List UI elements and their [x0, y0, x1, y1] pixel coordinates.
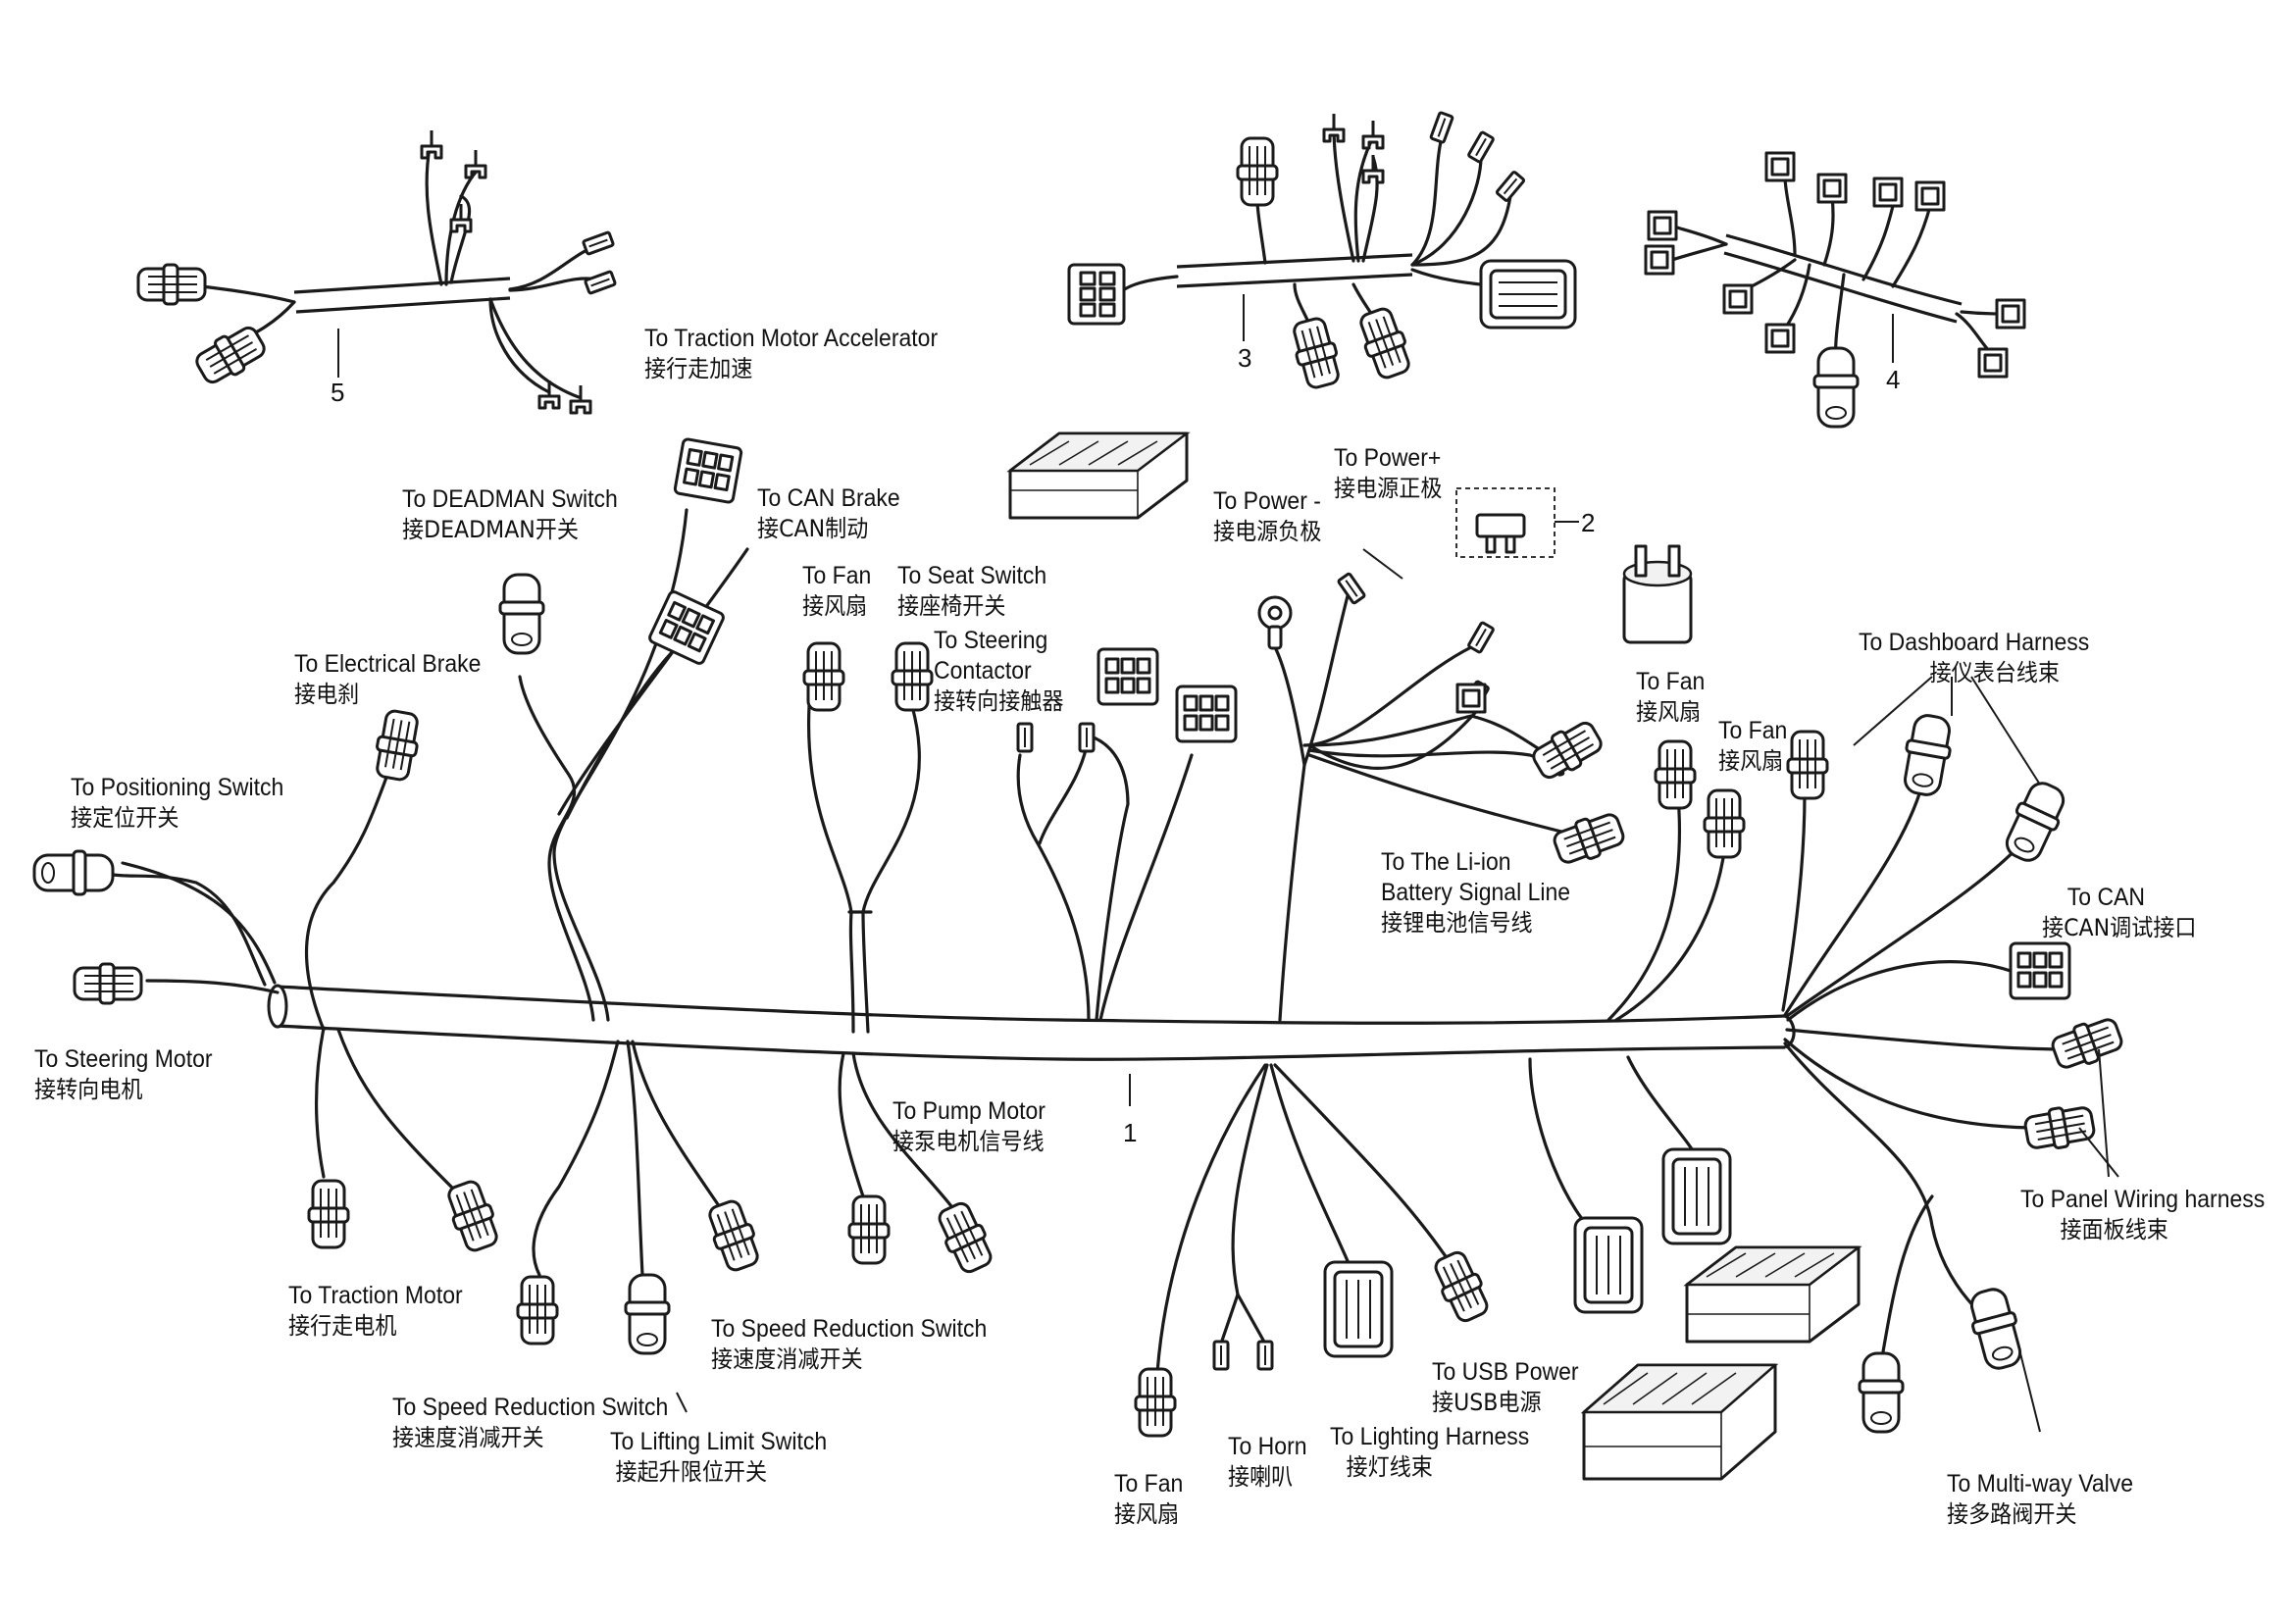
label-en: To The Li-ion	[1381, 848, 1511, 876]
label-en: To USB Power	[1432, 1358, 1579, 1386]
label-fan-right-2: To Fan 接风扇	[1718, 716, 1787, 777]
part-number-4: 4	[1886, 365, 1901, 394]
label-en: To Speed Reduction Switch	[392, 1394, 669, 1421]
label-en: To Steering Motor	[34, 1045, 213, 1073]
label-en: To Panel Wiring harness	[2020, 1186, 2266, 1213]
label-zh: 接电源正极	[1334, 475, 1443, 502]
label-zh: 接速度消减开关	[392, 1424, 544, 1451]
label-zh: 接喇叭	[1228, 1463, 1294, 1491]
label-zh: 接USB电源	[1432, 1389, 1542, 1416]
label-positioning-switch: To Positioning Switch 接定位开关	[71, 773, 283, 834]
label-liion-signal: To The Li-ion Battery Signal Line 接锂电池信号…	[1381, 847, 1570, 939]
label-zh: 接泵电机信号线	[892, 1128, 1045, 1155]
label-seat-switch: To Seat Switch 接座椅开关	[897, 561, 1046, 622]
label-lifting-limit: To Lifting Limit Switch 接起升限位开关	[610, 1427, 827, 1488]
label-en: To Horn	[1228, 1433, 1307, 1460]
label-zh: 接风扇	[1718, 747, 1784, 775]
label-en: To Fan	[1114, 1470, 1184, 1497]
label-zh: 接风扇	[1636, 698, 1702, 726]
controller-modules	[1006, 431, 1862, 1481]
label-zh: 接定位开关	[71, 804, 179, 832]
label-speed-reduction-left: To Speed Reduction Switch 接速度消减开关	[392, 1393, 668, 1453]
part-number-1: 1	[1123, 1118, 1138, 1147]
label-zh: 接DEADMAN开关	[402, 516, 579, 543]
label-lighting-harness: To Lighting Harness 接灯线束	[1330, 1422, 1529, 1483]
label-zh: 接风扇	[1114, 1500, 1180, 1528]
label-en: To Pump Motor	[892, 1097, 1046, 1125]
label-zh: 接起升限位开关	[615, 1458, 768, 1486]
label-zh: 接行走加速	[644, 355, 753, 382]
sub-harness-4	[1644, 151, 2026, 429]
label-zh: 接CAN制动	[757, 515, 869, 542]
sub-harness-5	[136, 128, 618, 415]
label-zh: 接仪表台线束	[1929, 659, 2061, 686]
label-can-brake: To CAN Brake 接CAN制动	[757, 483, 900, 544]
label-dashboard-harness: To Dashboard Harness 接仪表台线束	[1859, 628, 2089, 688]
label-zh: 接灯线束	[1346, 1453, 1433, 1481]
label-en: Battery Signal Line	[1381, 879, 1571, 906]
label-en: To Dashboard Harness	[1859, 629, 2090, 656]
label-traction-accelerator: To Traction Motor Accelerator 接行走加速	[644, 324, 938, 384]
label-fan-top: To Fan 接风扇	[802, 561, 871, 622]
label-zh: 接多路阀开关	[1947, 1500, 2077, 1528]
label-zh: 接电刹	[294, 681, 360, 708]
label-fan-right-1: To Fan 接风扇	[1636, 667, 1705, 728]
label-power-minus: To Power - 接电源负极	[1213, 486, 1321, 547]
label-zh: 接速度消减开关	[711, 1345, 863, 1373]
sub-harness-3	[1067, 110, 1577, 392]
label-zh: 接风扇	[802, 592, 868, 620]
label-electrical-brake: To Electrical Brake 接电刹	[294, 649, 481, 710]
label-fan-bottom: To Fan 接风扇	[1114, 1469, 1183, 1530]
label-panel-wiring: To Panel Wiring harness 接面板线束	[2020, 1185, 2265, 1245]
label-traction-motor: To Traction Motor 接行走电机	[288, 1281, 463, 1342]
label-multiway-valve: To Multi-way Valve 接多路阀开关	[1947, 1469, 2133, 1530]
label-zh: 接面板线束	[2060, 1216, 2168, 1243]
label-en: To Seat Switch	[897, 562, 1047, 589]
label-zh: 接转向电机	[34, 1076, 143, 1103]
label-en: To Multi-way Valve	[1947, 1470, 2134, 1497]
label-en: To Traction Motor	[288, 1282, 463, 1309]
label-leaders	[676, 521, 2119, 1433]
label-zh: 接转向接触器	[934, 687, 1064, 715]
label-en: To Lifting Limit Switch	[610, 1428, 828, 1455]
part-number-5: 5	[331, 378, 345, 407]
label-en: To Electrical Brake	[294, 650, 482, 678]
label-en: To Lighting Harness	[1330, 1423, 1530, 1450]
label-en: To Fan	[1718, 717, 1788, 744]
label-en: To Speed Reduction Switch	[711, 1315, 988, 1343]
label-en: To Fan	[1636, 668, 1706, 695]
label-en: To Fan	[802, 562, 872, 589]
lower-branches	[314, 1026, 1699, 1375]
label-zh: 接锂电池信号线	[1381, 909, 1533, 937]
label-en: To Positioning Switch	[71, 774, 284, 801]
label-en: Contactor	[934, 657, 1032, 685]
label-steering-contactor: To Steering Contactor 接转向接触器	[934, 626, 1063, 717]
upper-branches	[111, 508, 2071, 1365]
label-en: To CAN Brake	[757, 484, 900, 512]
label-en: To CAN	[2066, 884, 2146, 911]
label-en: To Steering	[934, 627, 1048, 654]
label-en: To Power -	[1213, 487, 1321, 515]
label-pump-motor: To Pump Motor 接泵电机信号线	[892, 1096, 1046, 1157]
label-speed-reduction-right: To Speed Reduction Switch 接速度消减开关	[711, 1314, 987, 1375]
label-zh: 接CAN调试接口	[2042, 914, 2197, 941]
label-horn: To Horn 接喇叭	[1228, 1432, 1307, 1493]
label-power-plus: To Power+ 接电源正极	[1334, 443, 1442, 504]
label-en: To Power+	[1334, 444, 1442, 472]
label-steering-motor: To Steering Motor 接转向电机	[34, 1044, 213, 1105]
label-deadman-switch: To DEADMAN Switch 接DEADMAN开关	[402, 484, 618, 545]
label-zh: 接行走电机	[288, 1312, 397, 1340]
label-en: To Traction Motor Accelerator	[644, 325, 939, 352]
label-zh: 接座椅开关	[897, 592, 1006, 620]
label-zh: 接电源负极	[1213, 518, 1322, 545]
main-harness	[267, 984, 1796, 1061]
label-can-debug: To CAN 接CAN调试接口	[2042, 883, 2196, 943]
part-number-3: 3	[1238, 343, 1252, 373]
label-en: To DEADMAN Switch	[402, 485, 618, 513]
part-number-2: 2	[1581, 508, 1596, 537]
label-usb-power: To USB Power 接USB电源	[1432, 1357, 1579, 1418]
